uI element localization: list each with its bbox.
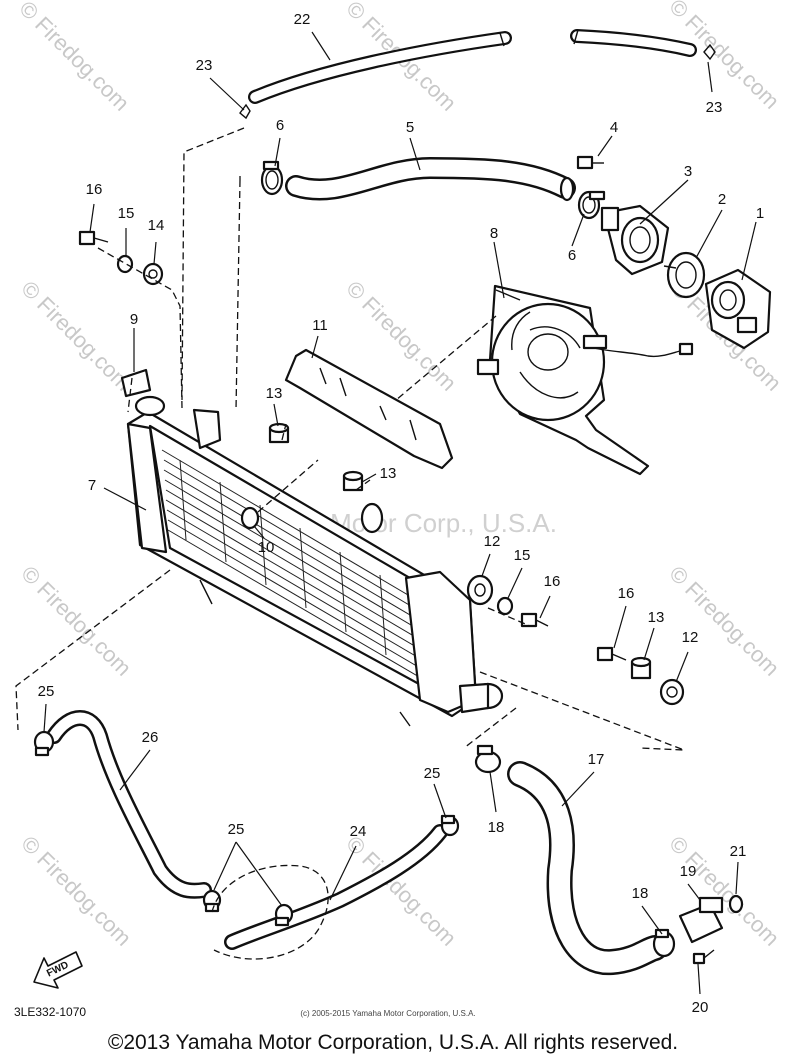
callout-19: 19 <box>680 863 697 880</box>
leader-lines <box>43 31 757 995</box>
small-copyright: (c) 2005-2015 Yamaha Motor Corporation, … <box>300 1009 475 1018</box>
radiator-hose-17 <box>507 761 668 976</box>
overflow-tube-22 <box>248 29 697 104</box>
callout-4: 4 <box>610 119 618 136</box>
hose-clamp-18-b <box>652 928 676 958</box>
collar-15-a <box>116 254 134 274</box>
callout-25-b: 25 <box>424 765 441 782</box>
bolt-4 <box>576 155 604 170</box>
callout-7: 7 <box>88 477 96 494</box>
callout-16-a: 16 <box>86 181 103 198</box>
callout-10: 10 <box>258 539 275 556</box>
callout-9: 9 <box>130 311 138 328</box>
bolt-16-a <box>78 230 109 246</box>
hose-24 <box>224 824 448 950</box>
callout-18-b: 18 <box>632 885 649 902</box>
callout-3: 3 <box>684 163 692 180</box>
collar-13-c <box>630 656 652 680</box>
thermostat-2 <box>663 251 706 299</box>
hose-clamp-18-a <box>474 744 502 774</box>
watermark: © Firedog.com <box>341 276 461 396</box>
callout-17: 17 <box>588 751 605 768</box>
callout-11: 11 <box>312 317 328 334</box>
watermark: © Firedog.com <box>16 561 136 681</box>
callout-13-c: 13 <box>648 609 665 626</box>
hose-clamp-25-b <box>202 889 222 913</box>
clip-23-right <box>703 43 716 61</box>
callout-5: 5 <box>406 119 414 136</box>
assembly-lines <box>15 127 685 751</box>
callout-21: 21 <box>730 843 747 860</box>
fitting-19 <box>678 896 724 944</box>
collar-15-b <box>496 596 514 616</box>
callout-23-right: 23 <box>706 99 723 116</box>
hose-clamp-25-d <box>440 814 460 837</box>
callout-20: 20 <box>692 999 709 1016</box>
watermark: © Firedog.com <box>16 276 136 396</box>
callouts: 22 23 23 6 5 4 3 2 1 6 8 16 15 14 9 11 1… <box>38 11 765 1016</box>
hose-clamp-6-left <box>260 160 284 196</box>
callout-1: 1 <box>756 205 764 222</box>
watermark: © Firedog.com <box>16 831 136 951</box>
callout-12-a: 12 <box>484 533 501 550</box>
callout-6-left: 6 <box>276 117 284 134</box>
radiator-hose-5 <box>285 157 576 202</box>
callout-25-a: 25 <box>38 683 55 700</box>
watermark: © Firedog.com <box>664 831 784 951</box>
watermark: © Firedog.com <box>664 0 784 114</box>
callout-13-a: 13 <box>266 385 283 402</box>
callout-12-b: 12 <box>682 629 699 646</box>
callout-15-a: 15 <box>118 205 135 222</box>
radiator-7 <box>126 395 504 727</box>
callout-15-b: 15 <box>514 547 531 564</box>
thermostat-cover-3 <box>600 204 670 276</box>
hose-clamp-25-c <box>274 903 294 927</box>
callout-13-b: 13 <box>380 465 397 482</box>
callout-22: 22 <box>294 11 311 28</box>
collar-10 <box>240 506 260 530</box>
callout-24: 24 <box>350 823 367 840</box>
grommet-12-a <box>466 574 494 606</box>
bolt-16-b <box>520 612 549 628</box>
grommet-12-b <box>659 678 685 706</box>
callout-8: 8 <box>490 225 498 242</box>
callout-16-c: 16 <box>618 585 635 602</box>
forward-arrow: FWD <box>33 951 83 989</box>
clip-23-left <box>239 103 251 120</box>
watermark: © Firedog.com <box>664 561 784 681</box>
callout-18-a: 18 <box>488 819 505 836</box>
radiator-fins <box>161 449 451 696</box>
callout-6-right: 6 <box>568 247 576 264</box>
hose-26 <box>46 710 212 899</box>
grommet-14 <box>142 262 164 286</box>
callout-16-b: 16 <box>544 573 561 590</box>
fan-assembly-8 <box>476 284 694 476</box>
diagram-code: 3LE332-1070 <box>14 1005 86 1019</box>
footer-copyright: ©2013 Yamaha Motor Corporation, U.S.A. A… <box>108 1031 678 1054</box>
callout-26: 26 <box>142 729 159 746</box>
o-ring-21 <box>728 894 744 914</box>
callout-23-left: 23 <box>196 57 213 74</box>
watermark: © Firedog.com <box>14 0 134 116</box>
collar-13-a <box>268 422 290 444</box>
rubber-mount-9 <box>120 368 152 398</box>
callout-2: 2 <box>718 191 726 208</box>
engine-outline <box>211 864 329 960</box>
radiator-cover-11 <box>284 348 454 470</box>
collar-13-b <box>342 470 364 492</box>
bolt-16-c <box>596 646 627 662</box>
callout-14: 14 <box>148 217 165 234</box>
hose-clamp-25-a <box>33 730 55 757</box>
hose-clamp-6-right <box>577 190 606 220</box>
bolt-20 <box>692 949 715 965</box>
thermostat-case-1 <box>704 268 772 350</box>
callout-25-c: 25 <box>228 821 245 838</box>
